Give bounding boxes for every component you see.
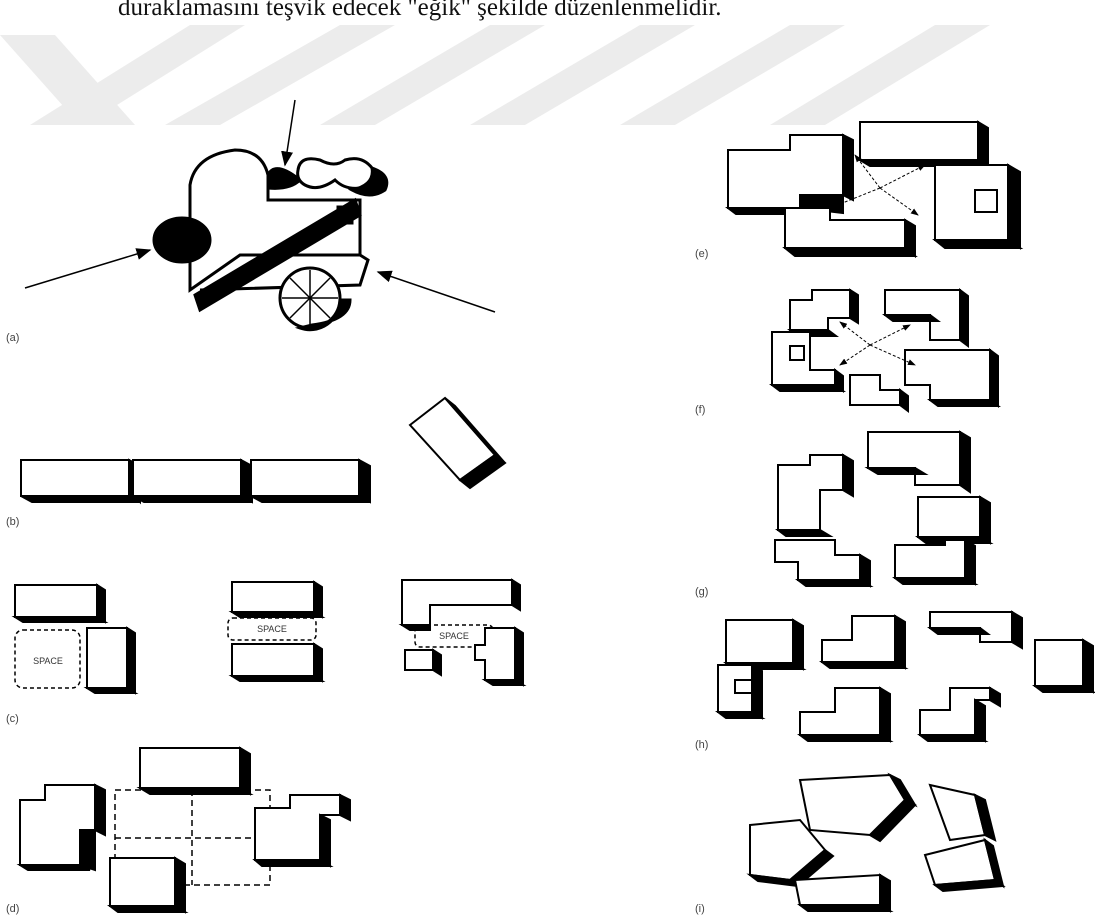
- block: [850, 375, 900, 405]
- block: [790, 290, 850, 330]
- block: [232, 644, 314, 676]
- block: [868, 432, 960, 485]
- panel-label-d: (d): [6, 903, 19, 915]
- panel-label-f: (f): [695, 404, 705, 416]
- block: [405, 650, 433, 670]
- block: [140, 748, 240, 788]
- panel-label-h: (h): [695, 739, 708, 751]
- panel-h-drawing: [718, 612, 1093, 741]
- block: [930, 785, 985, 840]
- panel-d-drawing: [20, 748, 350, 912]
- block: [905, 350, 990, 400]
- block: [800, 688, 880, 735]
- block: [895, 540, 965, 578]
- block: [726, 620, 793, 663]
- cart-block: [338, 207, 352, 223]
- cart-cloud: [298, 159, 375, 189]
- block: [110, 858, 175, 906]
- block: [718, 665, 752, 712]
- block: [925, 840, 995, 885]
- block: [822, 616, 895, 662]
- space-label: SPACE: [33, 656, 63, 666]
- panel-label-b: (b): [6, 516, 19, 528]
- panel-label-e: (e): [695, 248, 708, 260]
- block: [15, 585, 97, 617]
- block: [1035, 640, 1083, 686]
- space-label: SPACE: [439, 631, 469, 641]
- block: [133, 460, 252, 502]
- panel-a-drawing: [154, 150, 387, 330]
- panel-label-c: (c): [6, 713, 19, 725]
- panel-e-drawing: [728, 122, 1020, 256]
- rotated-block: [410, 398, 505, 488]
- block: [775, 540, 860, 580]
- block: [251, 460, 370, 502]
- panel-label-g: (g): [695, 586, 708, 598]
- panel-label-a: (a): [6, 332, 19, 344]
- panel-label-i: (i): [695, 903, 705, 915]
- block: [795, 875, 880, 905]
- panel-b-drawing: [21, 398, 505, 502]
- arrow-top: [285, 100, 295, 165]
- block: [785, 208, 905, 248]
- block: [778, 455, 843, 530]
- block: [475, 628, 515, 680]
- block: [232, 582, 314, 612]
- panel-g-drawing: [775, 432, 990, 586]
- panel-f-drawing: [772, 290, 998, 411]
- block: [87, 628, 127, 688]
- cart-bag: [154, 218, 210, 262]
- panel-f-arrows: [840, 322, 915, 365]
- block: [860, 122, 978, 160]
- space-label: SPACE: [257, 624, 287, 634]
- block: [21, 460, 140, 502]
- block: [402, 580, 512, 625]
- cart-back: [268, 169, 300, 189]
- arrow-right: [378, 272, 495, 312]
- arrow-left: [25, 250, 150, 288]
- panel-i-drawing: [750, 775, 1003, 911]
- block: [918, 497, 980, 537]
